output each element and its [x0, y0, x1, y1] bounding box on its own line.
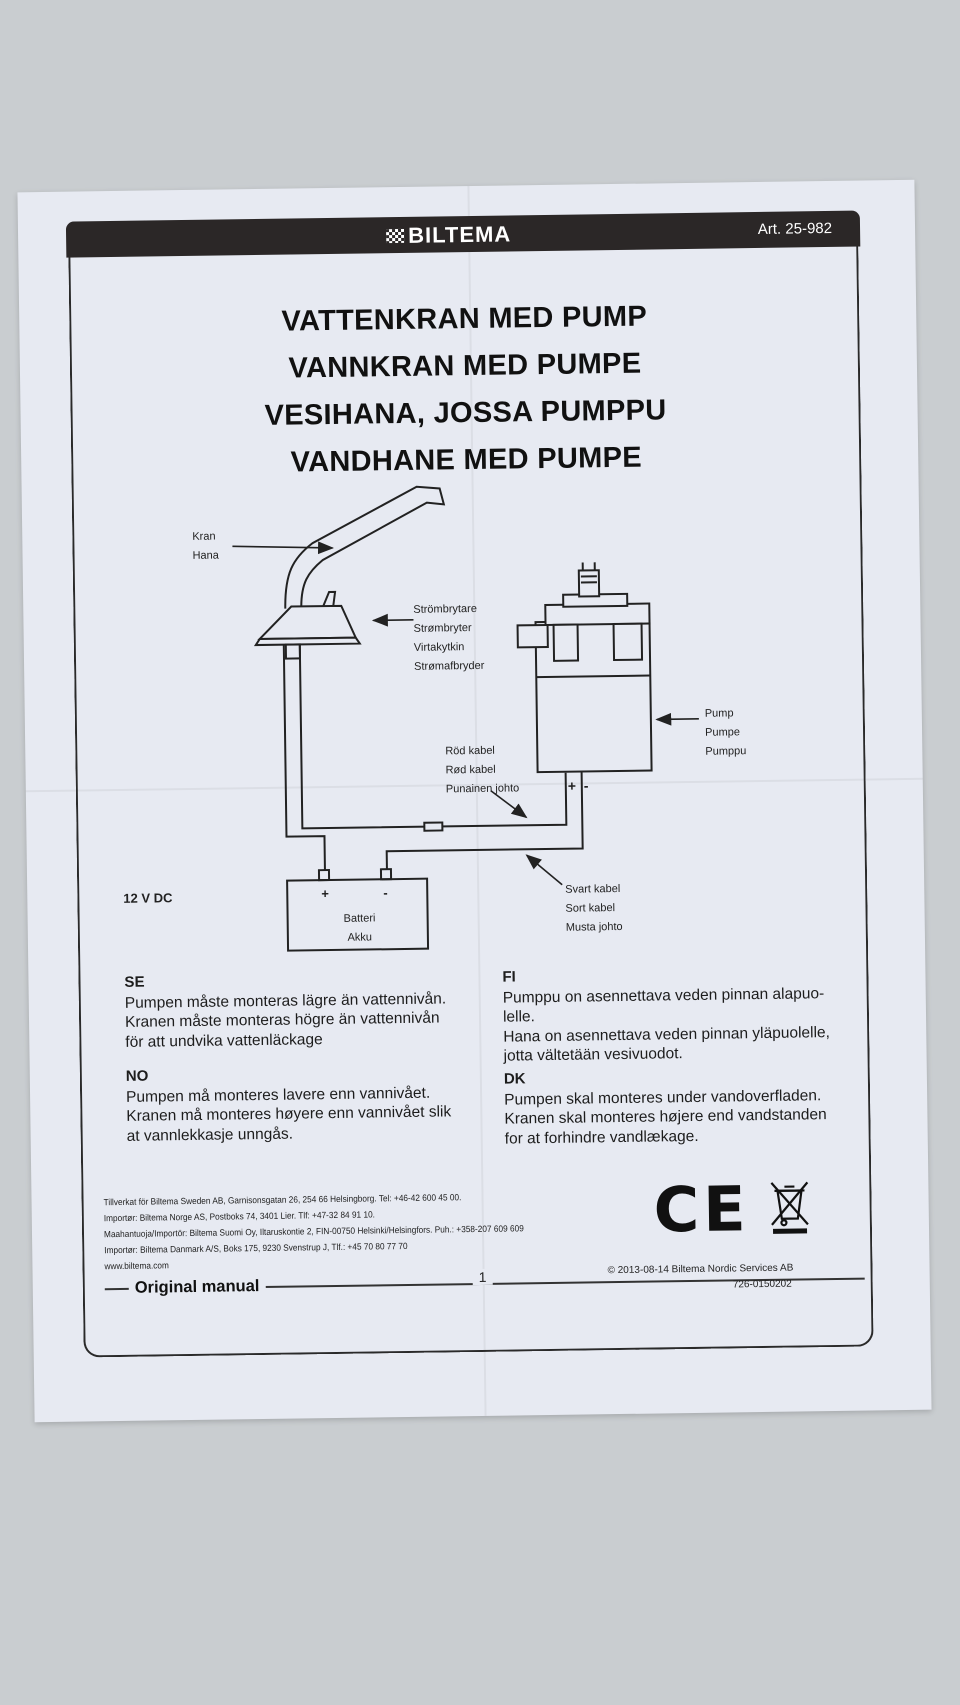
document-number: 726-0150202 [732, 1278, 792, 1291]
label-pump: Pump Pumpe Pumppu [704, 707, 747, 758]
weee-bin-icon [770, 1181, 809, 1234]
pump-plus-terminal: + [567, 777, 577, 794]
label-switch: Strömbrytare Strømbryter Virtakytkin Str… [413, 602, 485, 673]
pump [516, 562, 653, 774]
ce-mark: CE [653, 1172, 751, 1247]
page-number: 1 [472, 1268, 493, 1286]
wiring-diagram [232, 485, 699, 952]
pump-minus-terminal: - [583, 777, 589, 794]
label-red-cable: Röd kabel Rød kabel Punainen johto [445, 744, 520, 796]
battery [286, 868, 430, 952]
arrows [232, 541, 699, 886]
section-fi: FI Pumppu on asennettava veden pinnan al… [502, 963, 830, 1066]
label-black-cable: Svart kabel Sort kabel Musta johto [565, 882, 623, 934]
voltage-label: 12 V DC [123, 890, 173, 906]
manual-sheet: BILTEMA Art. 25-982 VATTENKRAN MED PUMP … [17, 179, 932, 1423]
section-dk: DK Pumpen skal monteres under vandoverfl… [504, 1065, 827, 1148]
label-battery: Batteri Akku [343, 912, 376, 944]
label-tap: Kran Hana [192, 530, 219, 562]
battery-plus-terminal: + [321, 886, 329, 902]
faucet [253, 485, 446, 660]
section-no: NO Pumpen må monteres lavere enn vannivå… [126, 1062, 452, 1146]
section-se: SE Pumpen måste monteras lägre än vatten… [124, 968, 446, 1051]
wires [282, 644, 584, 871]
original-manual-label: Original manual [128, 1276, 266, 1298]
battery-minus-terminal: - [383, 885, 388, 901]
importer-info: Tillverkat för Biltema Sweden AB, Garnis… [103, 1188, 524, 1274]
